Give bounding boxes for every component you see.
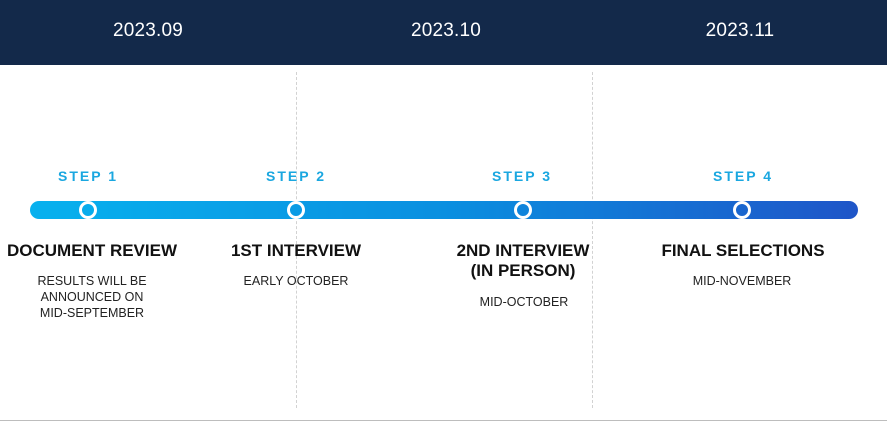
step-2-title: 1ST INTERVIEW [230,241,362,260]
month-label-november: 2023.11 [705,20,775,41]
step-1-label: STEP 1 [58,168,118,184]
step-3-title: 2ND INTERVIEW (IN PERSON) [456,241,590,280]
step-2-marker [287,201,305,219]
step-4-description: MID-NOVEMBER [692,274,792,288]
step-1-title: DOCUMENT REVIEW [7,241,177,260]
month-divider [296,72,297,408]
step-3-label: STEP 3 [492,168,552,184]
month-label-september: 2023.09 [112,20,184,41]
month-divider [592,72,593,408]
step-4-marker [733,201,751,219]
step-4-title: FINAL SELECTIONS [661,241,825,260]
month-label-october: 2023.10 [410,20,482,41]
step-2-description: EARLY OCTOBER [243,274,349,288]
step-2-label: STEP 2 [266,168,326,184]
timeline-header: 2023.09 2023.10 2023.11 [0,0,887,65]
bottom-border [0,420,887,421]
step-3-description: MID-OCTOBER [479,295,569,309]
step-1-description: RESULTS WILL BE ANNOUNCED ON MID-SEPTEMB… [37,274,147,320]
step-1-marker [79,201,97,219]
timeline-progress-bar [30,201,858,219]
step-4-label: STEP 4 [713,168,773,184]
step-3-marker [514,201,532,219]
